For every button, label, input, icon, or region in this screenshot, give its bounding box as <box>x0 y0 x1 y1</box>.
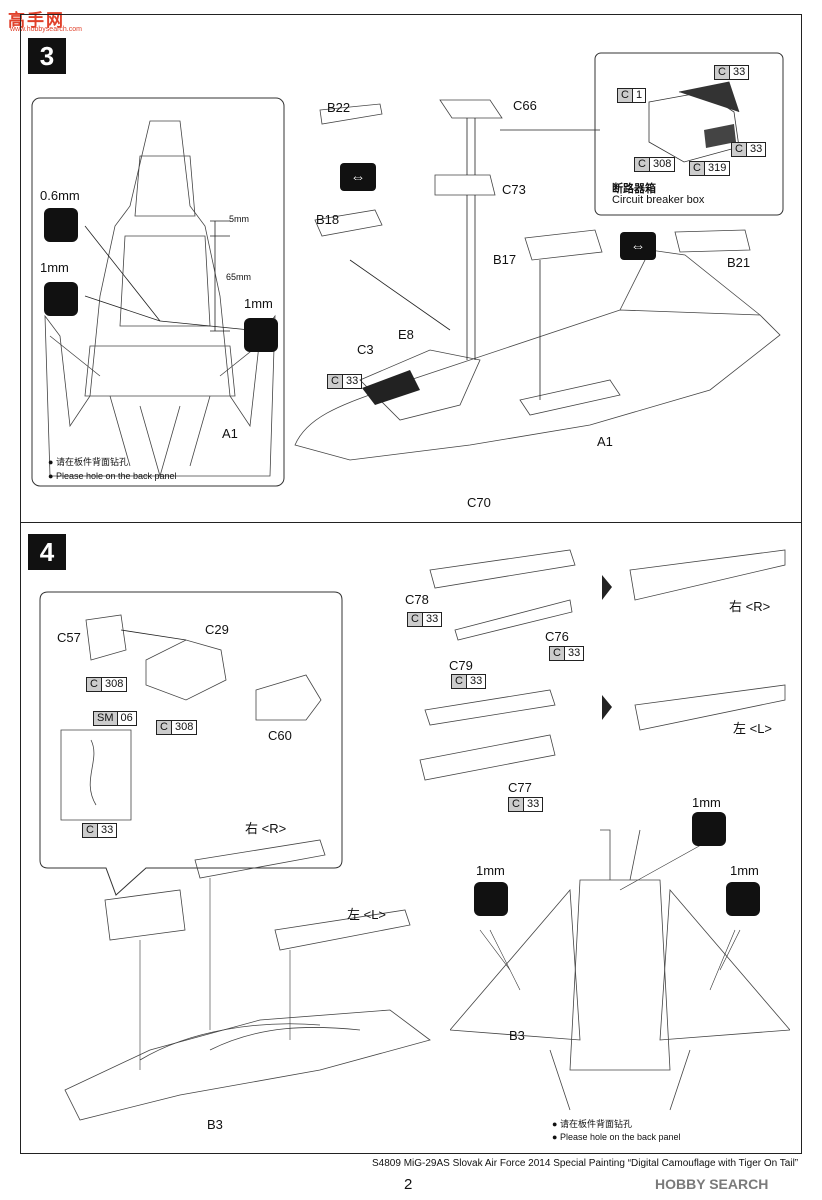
note-zh-step4: ● 请在板件背面钻孔 <box>552 1119 632 1129</box>
note-en-step4: ● Please hole on the back panel <box>552 1132 681 1142</box>
part-b17: B17 <box>493 252 517 267</box>
label-left-side: 左 <L> <box>733 721 773 736</box>
part-c78: C78 <box>405 592 429 607</box>
part-e8: E8 <box>398 327 414 342</box>
swap-arrow-icon: ⇔ <box>340 163 376 191</box>
note-en: ● Please hole on the back panel <box>48 471 177 481</box>
drill-size-top: 1mm <box>692 795 721 810</box>
part-b3-right: B3 <box>509 1028 525 1043</box>
part-c3: C3 <box>357 342 374 357</box>
label-right-side-lower: 右 <R> <box>245 821 287 836</box>
part-c76: C76 <box>545 629 569 644</box>
part-b21: B21 <box>727 255 751 270</box>
step-3-badge: 3 <box>28 38 66 74</box>
drill-size-1mm-right: 1mm <box>244 296 273 311</box>
drill-icon <box>726 882 760 916</box>
drill-icon <box>44 282 78 316</box>
part-c29: C29 <box>205 622 229 637</box>
label-right-side: 右 <R> <box>729 599 771 614</box>
drill-icon <box>474 882 508 916</box>
step3-fuselage-art <box>294 99 781 461</box>
step4-inset-detail <box>39 591 343 896</box>
part-c66: C66 <box>513 98 537 113</box>
flap-assembly-art <box>419 549 786 781</box>
drill-size-right: 1mm <box>730 863 759 878</box>
circuit-breaker-title-zh: 断路器箱 <box>612 183 656 195</box>
part-c70: C70 <box>467 495 491 510</box>
lower-left-assembly-art <box>64 839 431 1121</box>
step-4-badge: 4 <box>28 534 66 570</box>
part-c77: C77 <box>508 780 532 795</box>
part-c60: C60 <box>268 728 292 743</box>
footer-title: S4809 MiG-29AS Slovak Air Force 2014 Spe… <box>372 1158 799 1169</box>
part-c79: C79 <box>449 658 473 673</box>
dimension-5mm: 5mm <box>229 214 249 224</box>
label-left-side-lower: 左 <L> <box>347 907 387 922</box>
part-a1-inset: A1 <box>222 426 238 441</box>
dimension-65mm: 65mm <box>226 272 252 282</box>
page-frame <box>20 14 802 1154</box>
note-zh: ● 请在板件背面钻孔 <box>48 457 128 467</box>
drill-size-1mm-left: 1mm <box>40 260 69 275</box>
drill-icon <box>244 318 278 352</box>
drill-icon <box>692 812 726 846</box>
step-divider <box>20 522 802 523</box>
part-a1-main: A1 <box>597 434 613 449</box>
part-b22: B22 <box>327 100 351 115</box>
swap-arrow-icon: ⇔ <box>620 232 656 260</box>
drill-size-06: 0.6mm <box>40 188 80 203</box>
part-b18: B18 <box>316 212 340 227</box>
watermark-logo: 高手网 <box>8 11 65 30</box>
brand-watermark: HOBBY SEARCH <box>655 1176 769 1192</box>
drill-icon <box>44 208 78 242</box>
circuit-breaker-title-en: Circuit breaker box <box>612 194 705 206</box>
part-b3-left: B3 <box>207 1117 223 1132</box>
page-number: 2 <box>404 1176 413 1193</box>
lower-right-topview-art <box>450 829 790 1111</box>
part-c57: C57 <box>57 630 81 645</box>
drill-size-left: 1mm <box>476 863 505 878</box>
part-c73: C73 <box>502 182 526 197</box>
watermark-url: www.hobbysearch.com <box>10 26 82 33</box>
